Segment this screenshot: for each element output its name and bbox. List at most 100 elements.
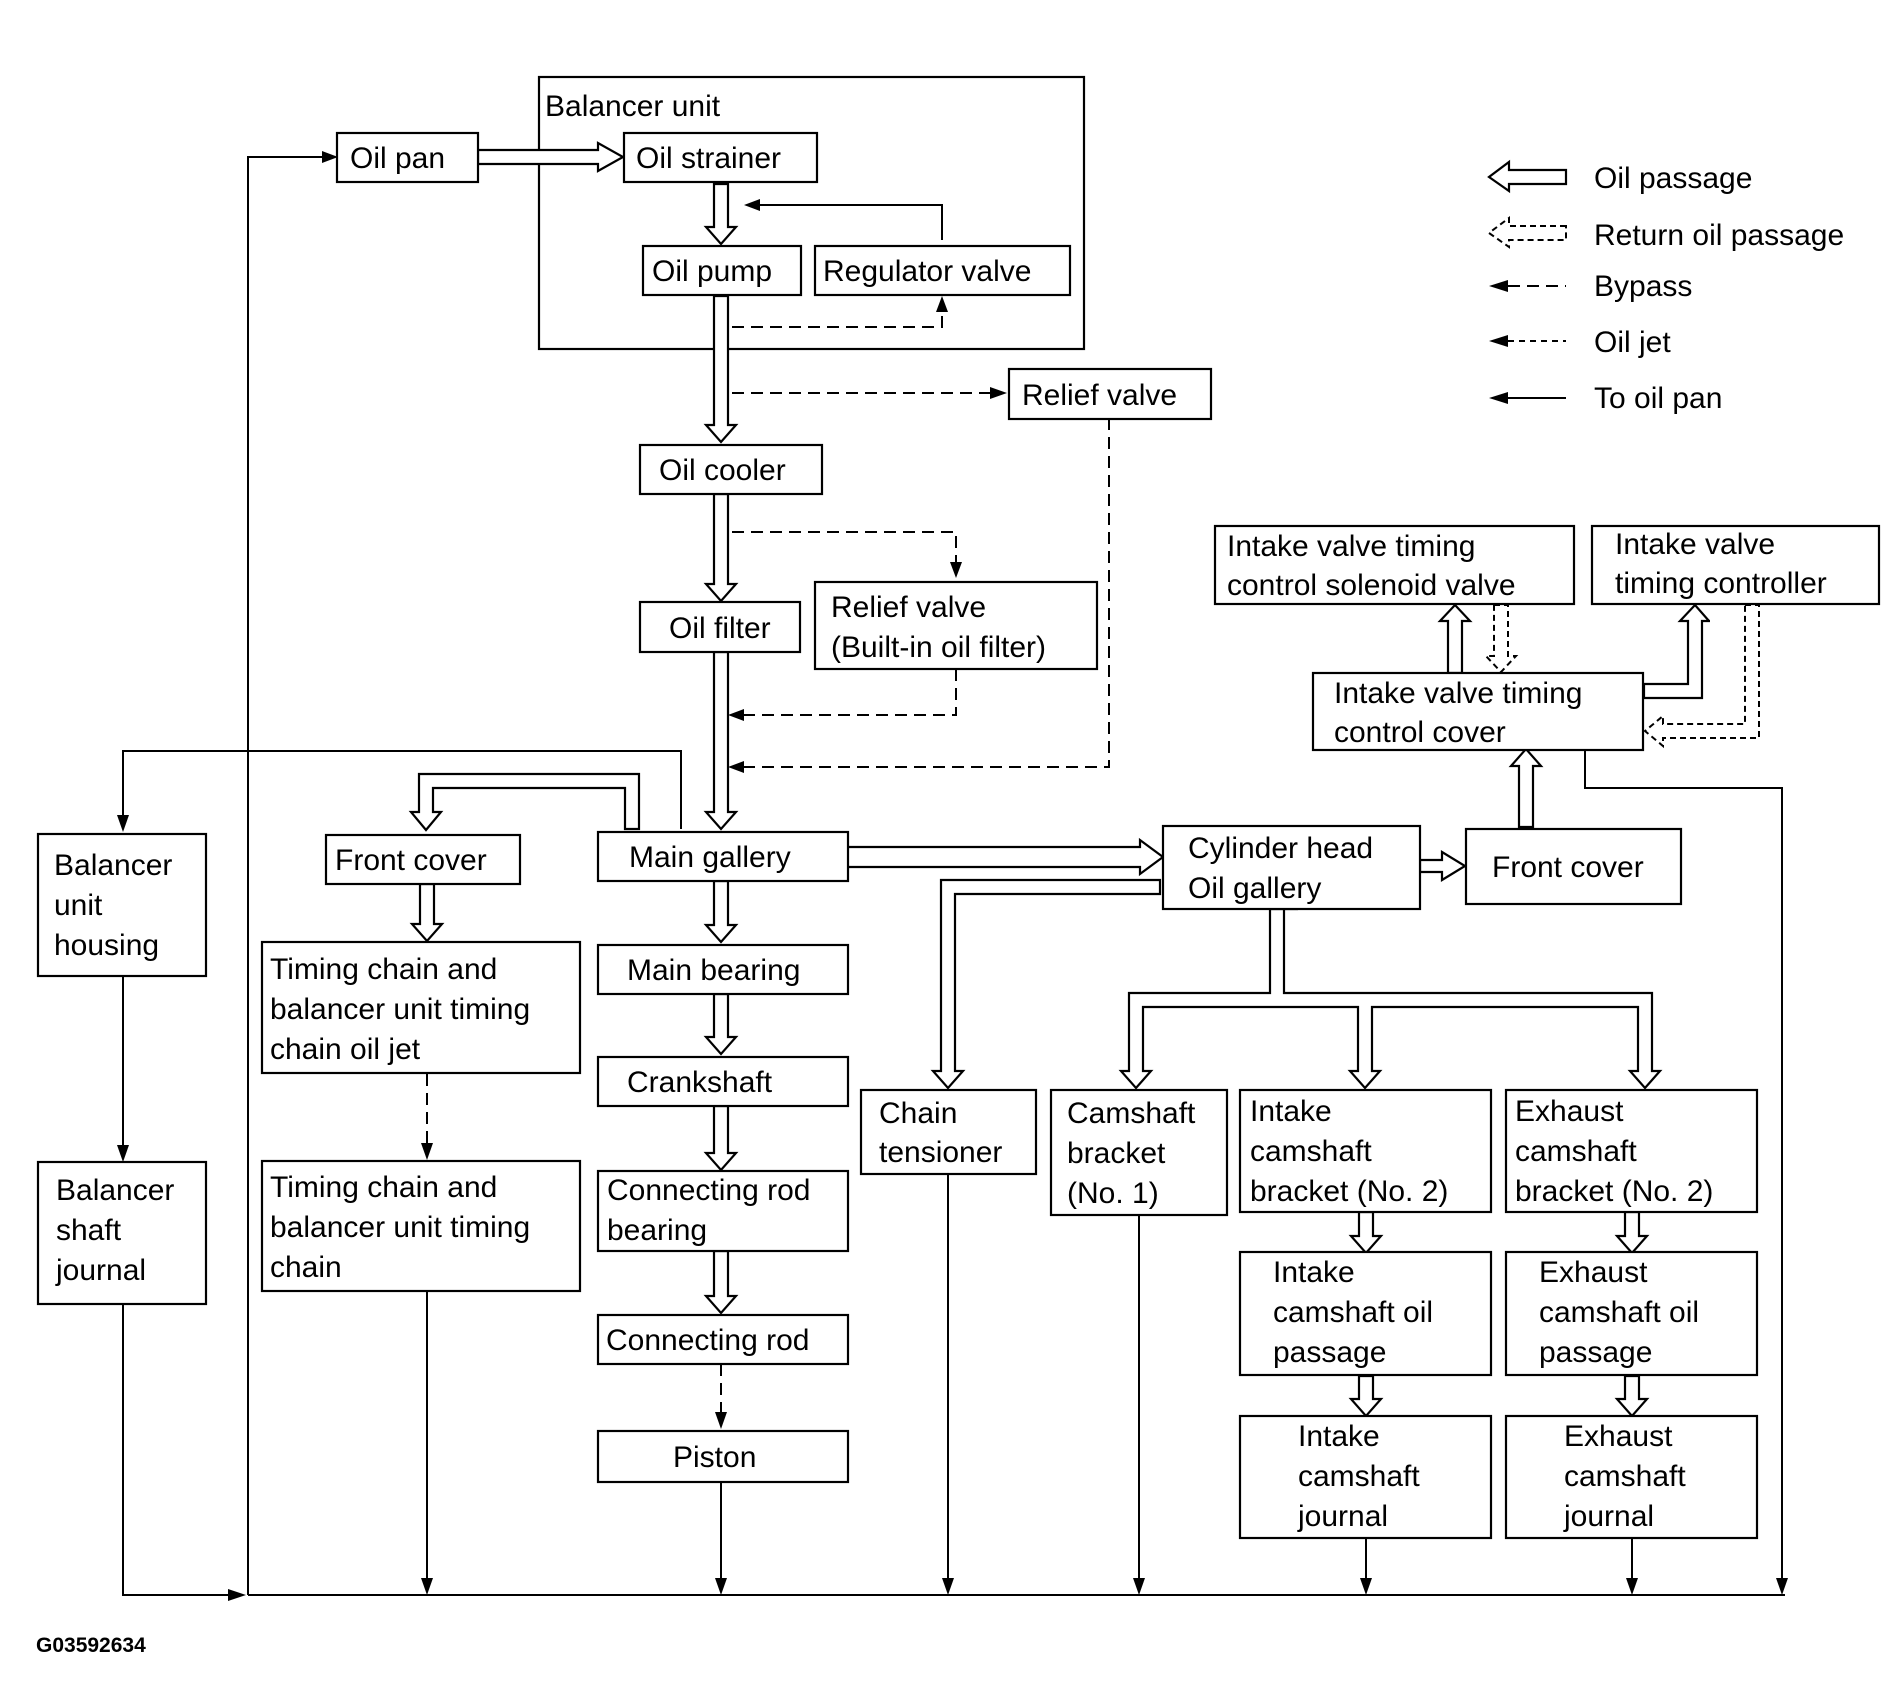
svg-text:Intake valve timing: Intake valve timing xyxy=(1334,677,1582,710)
intake-journal-return-arrowhead xyxy=(1360,1578,1372,1595)
svg-text:Intake valve timing: Intake valve timing xyxy=(1227,530,1475,563)
svg-text:(No. 1): (No. 1) xyxy=(1067,1177,1159,1210)
svg-text:camshaft oil: camshaft oil xyxy=(1539,1296,1699,1329)
svg-text:passage: passage xyxy=(1273,1336,1386,1369)
svg-text:bracket: bracket xyxy=(1067,1137,1166,1170)
piston-oil-jet-arrowhead xyxy=(715,1412,727,1429)
svg-text:shaft: shaft xyxy=(56,1214,122,1247)
relief-valve-bypass-arrowhead xyxy=(990,387,1007,399)
passage-filter-gallery xyxy=(703,650,739,831)
svg-text:Oil strainer: Oil strainer xyxy=(636,142,781,175)
front-cover-right-box: Front cover xyxy=(1464,827,1683,906)
svg-text:camshaft: camshaft xyxy=(1298,1460,1420,1493)
oil-filter-box: Oil filter xyxy=(638,600,802,654)
balancer-housing-arrowhead xyxy=(117,815,129,832)
passage-oilpan-strainer xyxy=(476,141,626,173)
filter-relief-return-line xyxy=(744,669,957,716)
ivt-controller-box: Intake valve timing controller xyxy=(1590,524,1881,606)
con-rod-box: Connecting rod xyxy=(596,1313,850,1366)
svg-text:Main gallery: Main gallery xyxy=(629,841,791,874)
relief-valve-box: Relief valve xyxy=(1007,367,1213,421)
svg-text:Oil jet: Oil jet xyxy=(1594,326,1671,359)
svg-text:Relief valve: Relief valve xyxy=(831,591,986,624)
balancer-unit-label: Balancer unit xyxy=(545,90,721,123)
svg-text:passage: passage xyxy=(1539,1336,1652,1369)
svg-text:Intake: Intake xyxy=(1298,1420,1380,1453)
legend-return-oil-passage: Return oil passage xyxy=(1487,216,1844,252)
legend-oil-jet-arrowhead xyxy=(1489,335,1508,347)
svg-text:Relief valve: Relief valve xyxy=(1022,379,1177,412)
passage-cylhead-brackets-outer xyxy=(1118,907,1663,1090)
legend: Oil passage Return oil passage Bypass Oi… xyxy=(1487,159,1844,415)
housing-to-journal-arrowhead xyxy=(117,1145,129,1162)
passage-ivtcover-solenoid xyxy=(1437,603,1473,675)
legend-to-oil-pan: To oil pan xyxy=(1489,382,1722,415)
passage-frontcover-ivtcover xyxy=(1508,747,1544,829)
exhaust-cam-journal-box: Exhaust camshaft journal xyxy=(1504,1414,1759,1540)
svg-text:journal: journal xyxy=(1563,1500,1654,1533)
svg-text:Exhaust: Exhaust xyxy=(1564,1420,1673,1453)
legend-return-oil-passage-icon xyxy=(1487,216,1567,249)
exhaust-cam-oil-passage-box: Exhaust camshaft oil passage xyxy=(1504,1250,1759,1377)
regulator-bypass-arrowhead xyxy=(936,296,948,312)
legend-bypass-arrowhead xyxy=(1489,280,1508,292)
balancer-unit-frame xyxy=(537,75,1086,351)
passage-pump-cooler xyxy=(703,294,739,444)
svg-text:balancer unit timing: balancer unit timing xyxy=(270,993,530,1026)
passage-gallery-frontcover xyxy=(408,772,641,832)
oil-cooler-box: Oil cooler xyxy=(638,443,824,496)
svg-text:journal: journal xyxy=(55,1254,146,1287)
svg-text:chain: chain xyxy=(270,1251,342,1284)
svg-text:tensioner: tensioner xyxy=(879,1136,1002,1169)
filter-relief-return-arrowhead xyxy=(728,709,744,721)
passage-ivtcover-controller xyxy=(1642,603,1710,700)
return-riser-to-oilpan xyxy=(247,156,322,1595)
svg-text:Oil gallery: Oil gallery xyxy=(1188,872,1321,905)
svg-text:Intake: Intake xyxy=(1273,1256,1355,1289)
passage-cooler-filter xyxy=(703,492,739,603)
tensioner-return-arrowhead xyxy=(942,1578,954,1595)
svg-text:Intake: Intake xyxy=(1250,1095,1332,1128)
svg-text:Connecting rod: Connecting rod xyxy=(607,1174,810,1207)
svg-text:camshaft: camshaft xyxy=(1515,1135,1637,1168)
balancer-housing-box: Balancer unit housing xyxy=(36,832,208,978)
balancer-shaft-journal-box: Balancer shaft journal xyxy=(36,1160,208,1306)
front-cover-left-box: Front cover xyxy=(324,833,522,886)
svg-text:Oil cooler: Oil cooler xyxy=(659,454,786,487)
passage-gallery-cylhead xyxy=(844,837,1165,877)
timing-chain-oil-jet-box: Timing chain and balancer unit timing ch… xyxy=(260,940,582,1075)
oil-strainer-box: Oil strainer xyxy=(622,131,819,184)
chain-tensioner-box: Chain tensioner xyxy=(859,1088,1038,1176)
svg-text:Cylinder head: Cylinder head xyxy=(1188,832,1373,865)
ivt-solenoid-box: Intake valve timing control solenoid val… xyxy=(1213,524,1576,606)
passage-intakebracket-oilpassage xyxy=(1348,1210,1384,1255)
svg-text:chain oil jet: chain oil jet xyxy=(270,1033,421,1066)
svg-text:control solenoid valve: control solenoid valve xyxy=(1227,569,1516,602)
ivt-cover-return xyxy=(1584,750,1783,1578)
oil-passages xyxy=(408,141,1710,1418)
gallery-to-balancer-housing xyxy=(122,750,682,829)
passage-intakeoil-journal xyxy=(1348,1374,1384,1418)
svg-text:Balancer: Balancer xyxy=(56,1174,174,1207)
balancer-journal-arrowhead xyxy=(228,1589,246,1601)
svg-text:camshaft: camshaft xyxy=(1250,1135,1372,1168)
legend-bypass: Bypass xyxy=(1489,270,1692,303)
main-bearing-box: Main bearing xyxy=(596,943,850,996)
cylinder-head-gallery-box: Cylinder head Oil gallery xyxy=(1161,824,1422,911)
balancer-journal-to-pan xyxy=(122,1304,228,1596)
regulator-return-line xyxy=(760,204,943,240)
bypass-and-return-lines xyxy=(117,151,1788,1601)
timing-chain-return-arrowhead xyxy=(421,1578,433,1595)
svg-text:bearing: bearing xyxy=(607,1214,707,1247)
regulator-valve-box: Regulator valve xyxy=(813,244,1072,297)
svg-text:Exhaust: Exhaust xyxy=(1515,1095,1624,1128)
svg-text:Return oil passage: Return oil passage xyxy=(1594,219,1844,252)
svg-text:unit: unit xyxy=(54,889,103,922)
legend-oil-passage: Oil passage xyxy=(1487,159,1752,195)
svg-text:bracket (No. 2): bracket (No. 2) xyxy=(1515,1175,1713,1208)
piston-return-arrowhead xyxy=(715,1578,727,1595)
oil-pan-box: Oil pan xyxy=(335,131,480,184)
crankshaft-box: Crankshaft xyxy=(596,1055,850,1108)
intake-cam-bracket-2-box: Intake camshaft bracket (No. 2) xyxy=(1238,1088,1493,1214)
